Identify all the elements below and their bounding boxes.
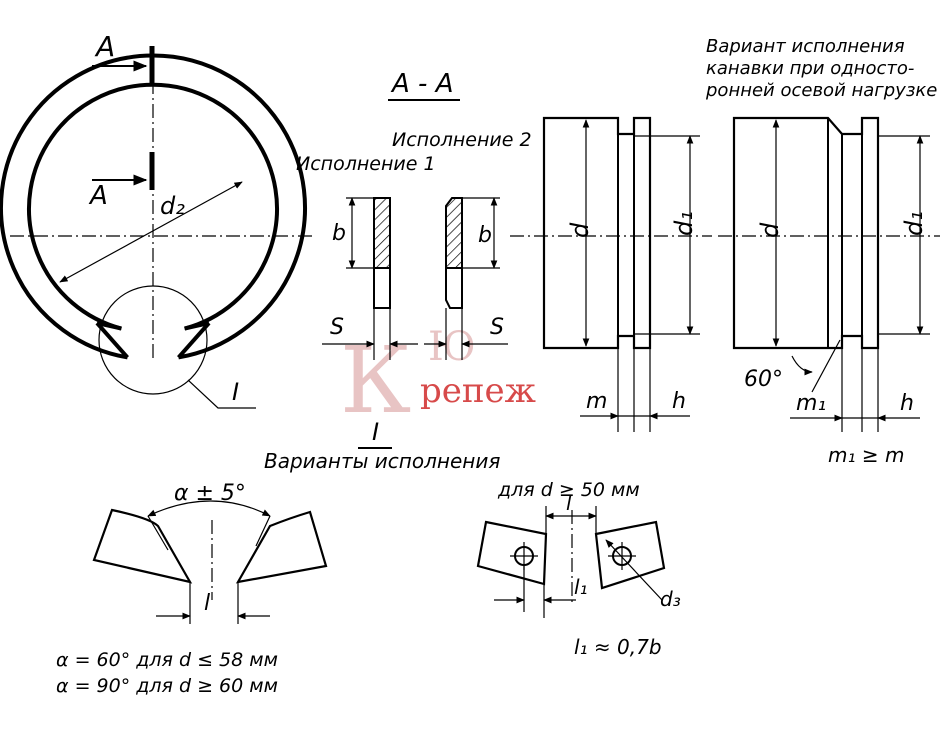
angle-alpha-ext-left xyxy=(147,515,169,551)
one-side-caption-3: ронней осевой нагрузке xyxy=(705,80,937,101)
dim-s-right-label: S xyxy=(490,315,504,340)
angle-alpha-ext-right xyxy=(255,515,271,547)
hole-left-segment xyxy=(476,520,548,586)
ring-main-view: A A d₂ I xyxy=(0,30,315,409)
one-side-groove-view: Вариант исполнения канавки при односто- … xyxy=(705,36,940,467)
profile-v1-hatched xyxy=(373,197,391,269)
watermark: К Ю репеж xyxy=(340,324,536,434)
angle-leader xyxy=(811,339,841,393)
dim-line-d2 xyxy=(59,181,243,283)
watermark-word: репеж xyxy=(420,371,536,411)
profile-v2-hatched xyxy=(445,197,463,269)
formula-label: l₁ ≈ 0,7b xyxy=(574,635,662,659)
angle-label: 60° xyxy=(744,367,783,392)
dim-l-label: l xyxy=(204,591,210,616)
dim-h-label: h xyxy=(672,389,686,414)
dim-s-left-label: S xyxy=(330,315,344,340)
one-side-caption-1: Вариант исполнения xyxy=(706,36,905,57)
angle-alpha-label: α ± 5° xyxy=(174,481,246,506)
dim2-m1-label: m₁ xyxy=(796,391,826,416)
section-letter-inner: A xyxy=(88,181,108,211)
section-title: A - A xyxy=(390,69,453,99)
section-aa: A - A Исполнение 2 Исполнение 1 b b S S … xyxy=(264,69,532,473)
watermark-k: К xyxy=(340,327,411,434)
detail-ref-label: I xyxy=(232,378,239,406)
relation-label: m₁ ≥ m xyxy=(828,443,904,467)
detail-i-variant-a: l α ± 5° α = 60° для d ≤ 58 мм α = 90° д… xyxy=(56,481,328,697)
lug-right-outer xyxy=(177,321,211,359)
dim2-d1-label: d₁ xyxy=(900,211,928,236)
dim-d3-leader xyxy=(605,539,663,601)
one-side-caption-2: канавки при односто- xyxy=(706,58,914,79)
detail-i-variant-b: для d ≥ 50 мм l l₁ d₃ l₁ ≈ 0,7b xyxy=(476,479,681,659)
detail-caption: Варианты исполнения xyxy=(264,449,500,473)
angle-alpha-arc xyxy=(147,500,271,517)
wedge-left-segment xyxy=(92,508,193,584)
detail-leader xyxy=(187,379,256,409)
lug-left-outer xyxy=(95,321,129,359)
groove-view: d d₁ m h xyxy=(510,116,712,432)
section-detail-ref: I xyxy=(372,418,379,446)
dim-l1-label: l₁ xyxy=(574,575,588,599)
dim-d3-label: d₃ xyxy=(660,587,681,611)
dim2-h-label: h xyxy=(900,391,914,416)
angle-arc xyxy=(791,355,813,376)
profile-v2-lug xyxy=(445,268,463,309)
alpha-note-2: α = 90° для d ≥ 60 мм xyxy=(56,675,278,697)
dim-b-left-label: b xyxy=(332,221,346,246)
variant1-label: Исполнение 1 xyxy=(296,153,436,175)
dim-d-label: d xyxy=(566,222,594,238)
dim-d2-label: d₂ xyxy=(160,192,185,220)
dim2-d-label: d xyxy=(756,222,784,238)
dim-m-label: m xyxy=(586,389,607,414)
dim-l2-label: l xyxy=(566,491,572,515)
dim-d1-label: d₁ xyxy=(670,211,698,236)
dim-b-right-label: b xyxy=(478,223,492,248)
alpha-note-1: α = 60° для d ≤ 58 мм xyxy=(56,649,278,671)
profile-v1-lug xyxy=(373,267,391,309)
watermark-top: Ю xyxy=(428,324,476,370)
variant2-label: Исполнение 2 xyxy=(392,129,532,151)
wedge-right-segment xyxy=(235,510,328,584)
section-letter-top: A xyxy=(94,30,115,63)
condition-label: для d ≥ 50 мм xyxy=(497,479,640,501)
